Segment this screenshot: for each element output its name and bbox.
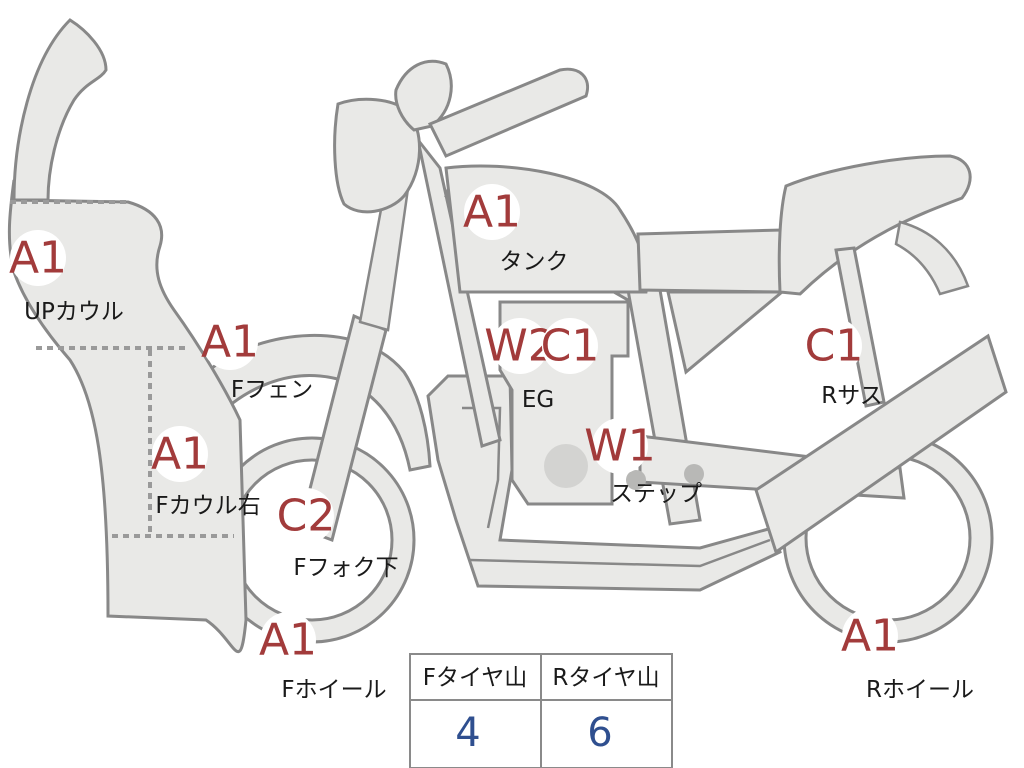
grade-code: A1: [9, 233, 67, 284]
seat-rail-shape: [666, 290, 787, 375]
labels-layer: A1UPカウルA1タンクA1FフェンW2C1EGC1RサスA1Fカウル右W1ステ…: [9, 184, 974, 703]
grade-badge: [260, 612, 316, 668]
rear-cowl-shape: [894, 220, 970, 296]
grade-code: A1: [841, 611, 899, 662]
muffler-shape: [754, 333, 1008, 555]
handlebar-shape: [394, 59, 589, 158]
label-tank: A1 タンク: [463, 184, 569, 275]
side-cover-shape: [636, 228, 786, 294]
part-name: UPカウル: [24, 299, 124, 325]
grade-code: A1: [201, 317, 259, 368]
grade-badge: [152, 426, 208, 482]
grade-badge: [278, 488, 334, 544]
grade-code: C2: [277, 491, 336, 542]
part-name: Fホイール: [281, 677, 386, 703]
rear-tire-header: Rタイヤ山: [552, 665, 659, 691]
windscreen-shape: [12, 18, 108, 202]
grade-badge: [202, 314, 258, 370]
part-name: タンク: [500, 249, 569, 275]
grade-code: A1: [151, 429, 209, 480]
front-cowl-shape: [7, 179, 248, 654]
label-step: W1 ステップ: [584, 418, 702, 507]
grade-code: A1: [463, 187, 521, 238]
part-name: Fカウル右: [155, 493, 260, 519]
part-name: Fフェン: [231, 377, 313, 403]
part-name: Fフォク下: [293, 555, 398, 581]
grade-code: C1: [805, 321, 864, 372]
grade-badge: [492, 318, 548, 374]
grade-badge: [542, 318, 598, 374]
grade-badge: [592, 418, 648, 474]
grade-badge: [842, 608, 898, 664]
grade-badge: [806, 318, 862, 374]
part-name: Rサス: [821, 383, 883, 409]
tire-tread-table: Fタイヤ山 Rタイヤ山 4 6: [409, 653, 673, 768]
front-tire-header: Fタイヤ山: [423, 665, 528, 691]
part-name: EG: [522, 387, 554, 413]
part-name: Rホイール: [866, 677, 974, 703]
grade-badge: [464, 184, 520, 240]
headlight-shape: [333, 97, 421, 214]
rear-tire-value: 6: [587, 710, 612, 756]
part-name: ステップ: [610, 481, 702, 507]
grade-code: A1: [259, 615, 317, 666]
grade-badge: [10, 230, 66, 286]
grade-code: W1: [584, 421, 656, 472]
front-tire-value: 4: [455, 710, 480, 756]
cowl-section-lines: [10, 200, 234, 538]
grade-code: C1: [541, 321, 600, 372]
seat-shape: [777, 154, 972, 296]
